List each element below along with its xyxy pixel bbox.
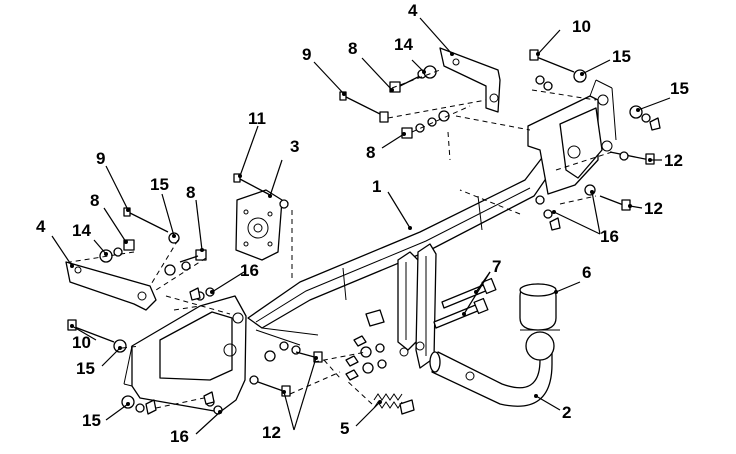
callout-4-upper: 4 [408,1,418,20]
callout-12-right-lower: 12 [644,199,663,218]
callout-15-lower-left: 15 [76,359,95,378]
callout-14-upper: 14 [394,35,413,54]
callout-10-left: 10 [72,333,91,352]
callout-8-left-bolt: 8 [186,183,195,202]
ball-cover [519,283,557,331]
callout-15-bottom-left: 15 [82,411,101,430]
leader-lines [51,17,671,435]
callout-16-bottom: 16 [170,427,189,446]
upper-left-fasteners [233,65,450,209]
center-fasteners [345,335,387,381]
callout-9-upper: 9 [302,45,311,64]
callout-7: 7 [492,257,501,276]
callout-labels: 1 2 3 4 4 5 6 7 8 8 8 8 9 9 10 10 11 12 … [36,1,689,446]
callout-15-right: 15 [670,79,689,98]
callout-4-left: 4 [36,217,46,236]
lower-center-fasteners [249,341,323,397]
callout-3: 3 [290,137,299,156]
callout-16-right: 16 [600,227,619,246]
right-mounting-bracket [527,79,617,195]
callout-15-upper: 15 [612,47,631,66]
upper-chassis-bracket [439,47,501,113]
spring-pin [373,393,415,415]
assembly-guide-lines [69,69,613,409]
bolts-part-7 [433,277,497,329]
callout-16-left: 16 [240,261,259,280]
callout-2: 2 [562,403,571,422]
callout-11: 11 [248,109,266,128]
socket-plate [235,189,283,261]
callout-1: 1 [372,177,381,196]
left-chassis-bracket [65,261,157,311]
left-mounting-bracket [123,295,247,413]
callout-8-middle: 8 [366,143,375,162]
callout-8-left: 8 [90,191,99,210]
callout-6: 6 [582,263,591,282]
callout-8-upper: 8 [348,39,357,58]
callout-14-left: 14 [72,221,91,240]
ball-arm-mount [365,243,437,369]
callout-12-right-upper: 12 [664,151,683,170]
callout-10-upper: 10 [572,17,591,36]
tow-ball [520,329,560,361]
callout-5: 5 [340,419,349,438]
callout-9-left: 9 [96,149,105,168]
callout-15-left: 15 [150,175,169,194]
callout-12-bottom: 12 [262,423,281,442]
